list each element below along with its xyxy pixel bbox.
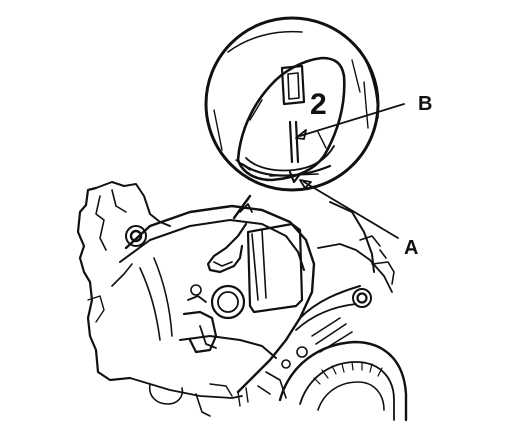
magnified-view: 2 — [204, 16, 380, 220]
label-a: A — [404, 237, 418, 259]
right-assembly — [257, 201, 408, 422]
callouts — [295, 103, 405, 239]
engine-housing — [76, 181, 316, 417]
timing-mark-digit: 2 — [310, 88, 327, 121]
cover-fittings — [182, 222, 248, 354]
label-b: B — [418, 93, 432, 115]
